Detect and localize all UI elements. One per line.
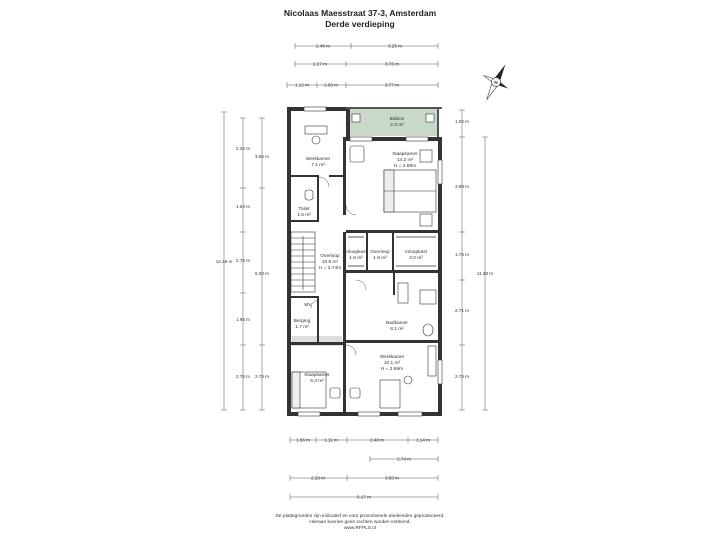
room-toilet-name: Toilet (298, 206, 310, 212)
balcony-fill (346, 108, 438, 136)
room-slaapkamer-area: 14.2 m² (397, 157, 414, 163)
dim-left-2: 1.64 m (236, 204, 250, 209)
dim-bottom1-d: 1.14 m (416, 438, 430, 443)
dim-left-1: 2.25 m (236, 146, 250, 151)
room-badkamer-area: 8.1 m² (390, 326, 404, 332)
top-dimensions (286, 43, 439, 88)
room-overloop-name: Overloop (320, 253, 340, 259)
dim-leftmid-2: 6.00 m (255, 271, 269, 276)
dim-right-3: 1.75 m (455, 252, 469, 257)
dim-bottom3-a: 2.29 m (311, 476, 325, 481)
right-dimensions (459, 109, 488, 411)
room-inloopkast1-name: Inloopkast (345, 249, 368, 255)
bottom-dimensions (289, 437, 439, 500)
dim-left-3: 2.79 m (236, 258, 250, 263)
dim-bottom2: 2.74 m (397, 457, 411, 462)
dim-top1-b: 3.25 m (388, 44, 402, 49)
room-werkkamer2-height: H = 2.69m (381, 366, 403, 372)
dim-bottom1-c: 2.48 m (370, 438, 384, 443)
dim-left-total: 12.48 m (216, 259, 233, 264)
room-inloopkast2-area: 3.0 m² (409, 255, 423, 261)
room-labels: Werkkamer 7.1 m² Balkon 2.3 m² Slaapkame… (294, 116, 428, 384)
doors (310, 176, 367, 356)
dim-bottom1-a: 1.06 m (296, 438, 310, 443)
dim-right-4: 2.71 m (455, 308, 469, 313)
dim-leftmid-3: 2.76 m (255, 374, 269, 379)
disclaimer-url: www.RFPLS.nl (344, 526, 376, 531)
left-dimensions (221, 111, 265, 411)
room-berging-area: 1.7 m² (295, 324, 309, 330)
address-title: Nicolaas Maesstraat 37-3, Amsterdam (283, 8, 437, 18)
room-slaapkamer2-area: 6.3 m² (310, 378, 324, 384)
closet-racks (348, 236, 436, 267)
dim-right-5: 2.76 m (455, 374, 469, 379)
room-balkon-area: 2.3 m² (390, 122, 404, 128)
dim-top3-a: 1.12 m (295, 83, 309, 88)
room-werkkamer-name: Werkkamer (306, 156, 331, 162)
room-toilet-area: 1.5 m² (297, 212, 311, 218)
room-slaapkamer-height: H = 2.89m (394, 163, 416, 169)
dim-right-2: 3.89 m (455, 184, 469, 189)
room-overloop-height: H = 2.74m (319, 265, 341, 271)
dim-leftmid-1: 3.56 m (255, 154, 269, 159)
dim-top3-b: 1.03 m (324, 83, 338, 88)
dim-right-1: 1.02 m (455, 119, 469, 124)
room-werkkamer2-name: Werkkamer (380, 354, 405, 360)
room-slaapkamer-name: Slaapkamer (392, 151, 418, 157)
walls (287, 107, 442, 416)
room-balkon-name: Balkon (390, 116, 405, 122)
dim-right-total: 11.38 m (477, 271, 493, 276)
room-slaapkamer2-name: Slaapkamer (304, 372, 330, 378)
room-overloop-area: 10.8 m² (322, 259, 339, 265)
dim-left-4: 1.95 m (236, 317, 250, 322)
room-werkkamer2-area: 10.1 m² (384, 360, 401, 366)
disclaimer-line1: De plattegronden zijn indicatief en voor… (275, 514, 445, 519)
furniture (291, 113, 437, 409)
dim-bottom4: 6.17 m (357, 495, 371, 500)
floor-title: Derde verdieping (325, 19, 395, 29)
disclaimer: De plattegronden zijn indicatief en voor… (0, 514, 720, 532)
disclaimer-line2: Hieraan kunnen geen rechten worden ontle… (309, 520, 411, 525)
dim-bottom1-b: 1.11 m (324, 438, 338, 443)
room-berging-name: Berging (294, 318, 311, 324)
room-badkamer-name: Badkamer (386, 320, 408, 326)
room-overloop2-name: Overloop (370, 249, 390, 255)
dim-top2-b: 3.76 m (385, 62, 399, 67)
dim-top1-a: 2.48 m (316, 44, 330, 49)
stairs (290, 231, 316, 293)
dim-top3-c: 3.77 m (385, 83, 399, 88)
compass-letter: N (494, 80, 498, 86)
dim-top2-a: 2.27 m (313, 62, 327, 67)
dim-left-5: 2.76 m (236, 374, 250, 379)
room-overloop2-area: 1.8 m² (373, 255, 387, 261)
room-inloopkast2-name: Inloopkast (405, 249, 428, 255)
windows (297, 106, 443, 417)
room-werkkamer-area: 7.1 m² (311, 162, 325, 168)
compass-icon (483, 64, 509, 100)
room-mv-name: MV (304, 302, 312, 308)
room-inloopkast1-area: 1.6 m² (349, 255, 363, 261)
plan-title: Nicolaas Maesstraat 37-3, Amsterdam Derd… (0, 8, 720, 30)
dim-bottom3-b: 3.50 m (385, 476, 399, 481)
